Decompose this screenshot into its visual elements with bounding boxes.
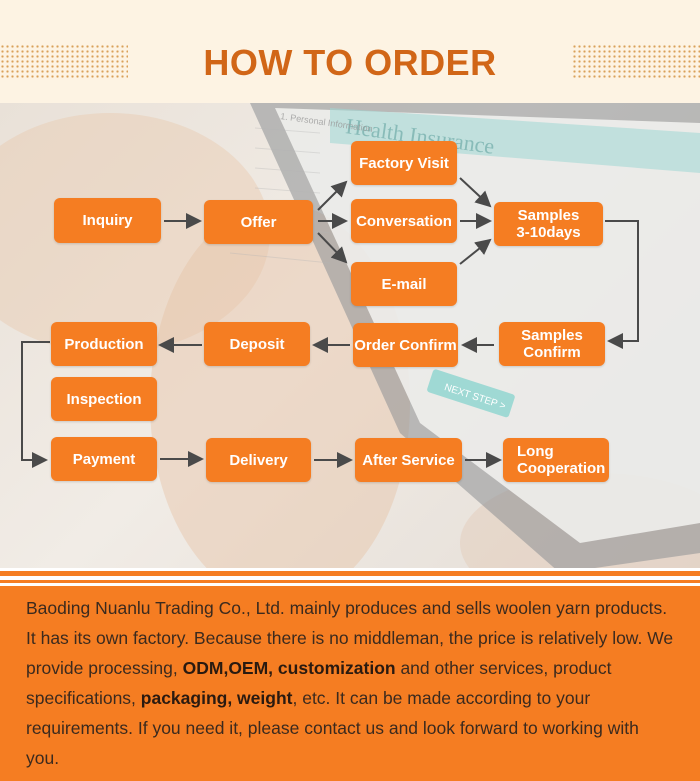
step-factory-visit-label: Factory Visit [359,154,449,172]
step-offer-label: Offer [240,213,277,231]
step-samples: Samples 3-10days [494,202,603,246]
step-production-label: Production [64,335,144,353]
step-production: Production [51,322,157,366]
description-text-1: Baoding Nuanlu Trading Co., Ltd. mainly … [26,598,674,678]
step-payment: Payment [51,437,157,481]
decorative-dots-right [572,44,700,78]
step-deposit: Deposit [204,322,310,366]
description-bold-customization: customization [277,658,396,678]
step-email-label: E-mail [381,275,427,293]
step-inquiry-label: Inquiry [82,212,133,229]
page-title: HOW TO ORDER [203,42,497,83]
description-bold-packaging-weight: packaging, weight [140,688,293,708]
step-payment-label: Payment [72,450,136,468]
header-banner: HOW TO ORDER [0,0,700,103]
divider-stripe-bottom [0,580,700,583]
step-conversation-label: Conversation [356,212,452,230]
step-order-confirm: Order Confirm [353,323,458,367]
step-delivery: Delivery [206,438,311,482]
divider-stripe-top [0,571,700,576]
step-inspection: Inspection [51,377,157,421]
step-inspection-label: Inspection [66,390,142,408]
step-samples-confirm-label: Samples Confirm [521,327,583,361]
step-inquiry: Inquiry [54,198,161,243]
step-conversation: Conversation [351,199,457,243]
step-long-cooperation-label: Long Cooperation [517,443,606,477]
step-offer: Offer [204,200,313,244]
description-bold-odm-oem: ODM,OEM, [182,658,274,678]
step-after-service: After Service [355,438,462,482]
description-text-3: and other services, product specificatio… [26,658,612,708]
step-order-confirm-label: Order Confirm [354,336,457,354]
step-samples-label: Samples 3-10days [516,207,581,241]
step-long-cooperation: Long Cooperation [503,438,609,482]
step-samples-confirm: Samples Confirm [499,322,605,366]
step-email: E-mail [351,262,457,306]
description-panel [0,586,700,781]
step-deposit-label: Deposit [229,335,285,353]
step-factory-visit: Factory Visit [351,141,457,185]
step-after-service-label: After Service [362,451,455,469]
company-description: Baoding Nuanlu Trading Co., Ltd. mainly … [26,593,676,773]
description-text-4: , etc. It can be made according to your … [26,688,639,768]
decorative-dots-left [0,44,128,78]
step-delivery-label: Delivery [229,451,288,469]
